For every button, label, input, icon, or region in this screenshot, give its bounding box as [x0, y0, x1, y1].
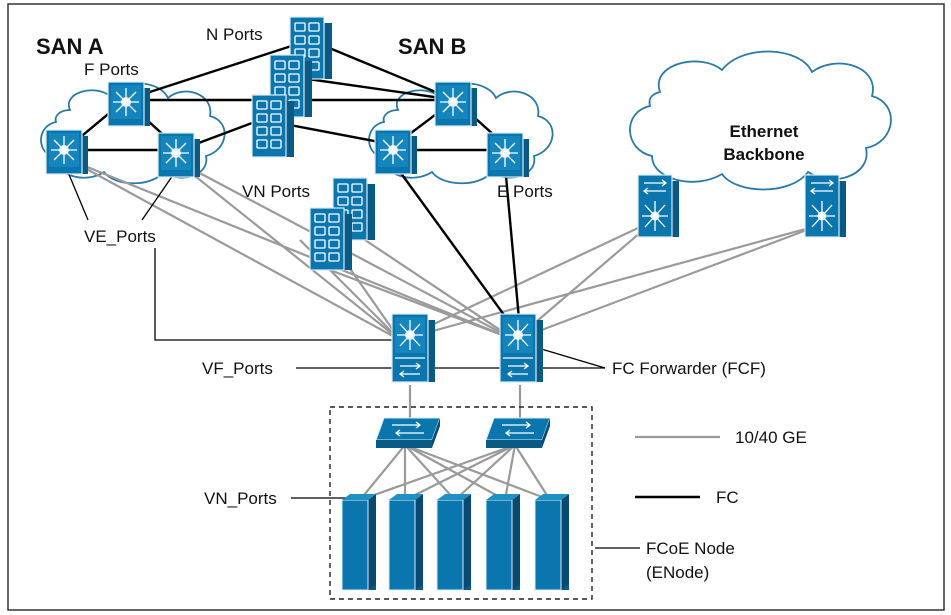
- vn-ports-node-label: VN_Ports: [204, 489, 277, 508]
- ethernet-switch-left: [637, 174, 680, 238]
- legend-ge-label: 10/40 GE: [735, 428, 807, 447]
- n-ports-label: N Ports: [206, 25, 263, 44]
- san-a-label: SAN A: [36, 34, 104, 59]
- enode-label: (ENode): [646, 563, 709, 582]
- diagram-border: [7, 3, 945, 611]
- enode-server-3: [436, 493, 472, 591]
- san-a-switch-left: [45, 129, 89, 175]
- enode-server-1: [341, 493, 377, 591]
- fcf-switch-left: [391, 313, 436, 383]
- vn-ports-label: VN Ports: [242, 182, 310, 201]
- san-a-switch-top: [107, 81, 151, 127]
- vf-ports-label: VF_Ports: [202, 359, 273, 378]
- f-ports-label: F Ports: [84, 60, 139, 79]
- fcf-label: FC Forwarder (FCF): [612, 359, 766, 378]
- ve-ports-label: VE_Ports: [84, 227, 156, 246]
- fcf-switch-right: [499, 313, 544, 383]
- ethernet-backbone-cloud: [629, 50, 892, 191]
- access-switch-right: [485, 417, 551, 449]
- fcoe-node-box: [329, 406, 593, 600]
- enode-server-4: [485, 493, 521, 591]
- san-b-switch-top: [434, 81, 478, 127]
- enode-server-2: [388, 493, 424, 591]
- san-a-switch-right: [157, 132, 201, 178]
- e-ports-label: E Ports: [497, 182, 553, 201]
- backbone-label: Backbone: [723, 145, 804, 164]
- san-b-switch-left: [374, 129, 418, 175]
- ethernet-switch-right: [804, 174, 847, 238]
- san-b-label: SAN B: [398, 34, 466, 59]
- ethernet-links: [69, 158, 821, 502]
- vn-port-server-2: [309, 207, 353, 271]
- ethernet-label: Ethernet: [730, 122, 799, 141]
- legend-fc-label: FC: [716, 488, 739, 507]
- fcoe-node-label: FCoE Node: [646, 539, 735, 558]
- callout-lines: [64, 164, 640, 549]
- enode-server-5: [534, 493, 570, 591]
- san-b-switch-right: [486, 132, 530, 178]
- access-switch-left: [375, 417, 441, 449]
- n-port-server-3: [251, 94, 295, 158]
